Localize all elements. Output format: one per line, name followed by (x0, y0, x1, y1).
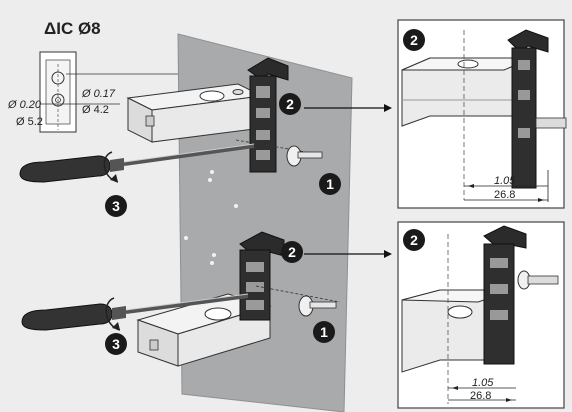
step-badge-2-top: 2 (279, 93, 301, 115)
svg-text:1: 1 (320, 324, 328, 340)
dim-d017: Ø 0.17 (81, 88, 116, 100)
step-badge-2-detail-top: 2 (403, 29, 425, 51)
diagram-title: ΔIC Ø8 (44, 19, 101, 38)
step-badge-1-bottom: 1 (313, 321, 335, 343)
callout-arrow-bottom (304, 250, 392, 258)
top-screwdriver (19, 143, 255, 183)
top-dim-inch: 1.05 (494, 175, 516, 187)
callout-arrow-top (304, 104, 392, 112)
svg-text:3: 3 (112, 336, 120, 352)
detail-box-bottom (397, 221, 565, 409)
svg-text:2: 2 (288, 244, 296, 260)
fixing-detail (39, 51, 320, 133)
step-badge-2-detail-bottom: 2 (403, 229, 425, 251)
step-badge-3-bottom: 3 (105, 333, 127, 355)
bottom-dim-inch: 1.05 (472, 377, 494, 389)
top-screw (235, 139, 323, 167)
svg-text:2: 2 (410, 32, 418, 48)
top-mounting-bracket (247, 57, 289, 173)
bottom-screw (255, 285, 341, 317)
step-badge-1-top: 1 (319, 173, 341, 195)
svg-text:1: 1 (326, 176, 334, 192)
step-badge-3-top: 3 (105, 195, 127, 217)
detail-box-top (397, 19, 567, 209)
bottom-dim-mm: 26.8 (470, 390, 491, 402)
bottom-mounting-bracket (239, 231, 285, 321)
bottom-device-block (136, 293, 272, 367)
svg-text:2: 2 (286, 96, 294, 112)
bottom-screwdriver (21, 293, 249, 331)
svg-text:3: 3 (112, 198, 120, 214)
dim-d52: Ø 5.2 (16, 116, 43, 128)
step-badge-2-bottom: 2 (281, 241, 303, 263)
dim-d020: Ø 0.20 (7, 99, 42, 111)
dim-d42: Ø 4.2 (82, 104, 109, 116)
top-dim-mm: 26.8 (494, 189, 515, 201)
wall-holes (184, 170, 238, 265)
svg-text:2: 2 (410, 232, 418, 248)
